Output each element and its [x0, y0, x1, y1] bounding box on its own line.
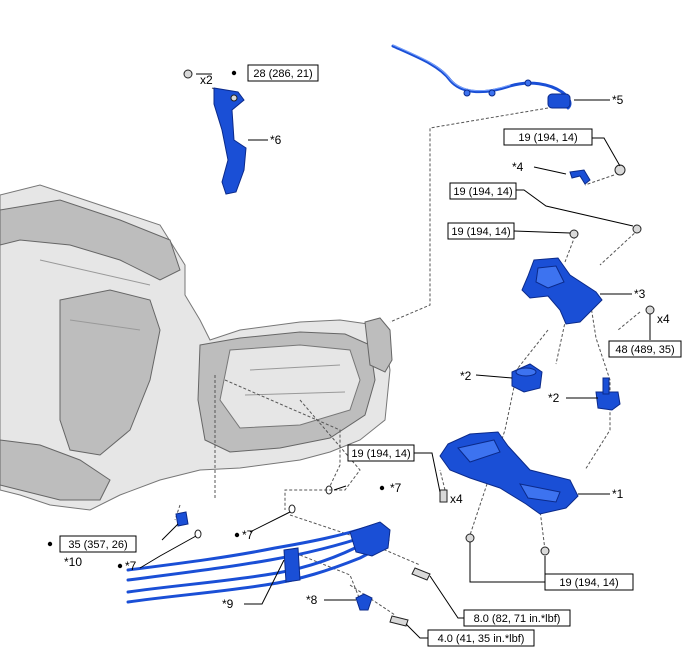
quantity-labels: x2 x4 x4 [200, 73, 670, 506]
torque-label-19-b: 19 (194, 14) [453, 186, 512, 198]
callout-part-2-left: *2 [460, 369, 472, 383]
callout-part-10: *10 [64, 555, 82, 569]
torque-label-19-a: 19 (194, 14) [518, 132, 577, 144]
quantity-x4-right: x4 [657, 312, 670, 326]
clamp-part-8 [355, 593, 373, 611]
wire-harness-part-5 [391, 44, 572, 110]
torque-label-8: 8.0 (82, 71 in.*lbf) [474, 613, 561, 625]
torque-label-19-d: 19 (194, 14) [351, 448, 410, 460]
assembly-guide-lines [174, 87, 641, 616]
callout-part-9: *9 [222, 597, 234, 611]
clamp-part-4 [569, 169, 591, 185]
part-callouts: *1 *2 *2 *3 *4 *5 *6 *7 *7 *7 *8 *9 *10 [64, 93, 646, 611]
callout-part-7-middle: *7 [242, 528, 254, 542]
torque-label-28: 28 (286, 21) [253, 68, 312, 80]
torque-label-48: 48 (489, 35) [615, 344, 674, 356]
bullet-dot [234, 532, 240, 538]
torque-label-35: 35 (357, 26) [68, 539, 127, 551]
torque-label-19-e: 19 (194, 14) [559, 577, 618, 589]
torque-label-19-c: 19 (194, 14) [451, 226, 510, 238]
bullet-dot [117, 563, 123, 569]
crossmember-bolts [439, 489, 550, 556]
bullet-dot [47, 541, 53, 547]
bullet-dot [379, 485, 385, 491]
bracket-part-6 [183, 69, 247, 195]
callout-part-4: *4 [512, 160, 524, 174]
oil-cooler-tubes-part-9 [126, 521, 391, 604]
callout-part-1: *1 [612, 487, 624, 501]
callout-part-7-left: *7 [125, 559, 137, 573]
callout-part-5: *5 [612, 93, 624, 107]
insulator-part-2-right [595, 377, 621, 411]
leader-lines [139, 73, 651, 639]
crossmember-part-1 [439, 431, 579, 515]
torque-labels: 28 (286, 21) 19 (194, 14) 19 (194, 14) 1… [47, 64, 682, 647]
o-rings-part-7 [194, 485, 333, 539]
callout-part-3: *3 [634, 287, 646, 301]
insulator-part-2-left [511, 363, 543, 393]
quantity-x4-center: x4 [450, 492, 463, 506]
callout-part-8: *8 [306, 593, 318, 607]
callout-part-2-right: *2 [548, 391, 560, 405]
nuts-top-right [569, 164, 655, 315]
quantity-x2: x2 [200, 73, 213, 87]
bullet-dot [231, 70, 237, 76]
callout-part-7-right: *7 [390, 481, 402, 495]
engine-transmission-assembly [0, 184, 393, 511]
torque-label-4: 4.0 (41, 35 in.*lbf) [438, 633, 525, 645]
plug-part-10 [175, 511, 189, 527]
callout-part-6: *6 [270, 133, 282, 147]
lower-bolts [389, 567, 431, 627]
mount-bracket-part-3 [521, 257, 603, 325]
